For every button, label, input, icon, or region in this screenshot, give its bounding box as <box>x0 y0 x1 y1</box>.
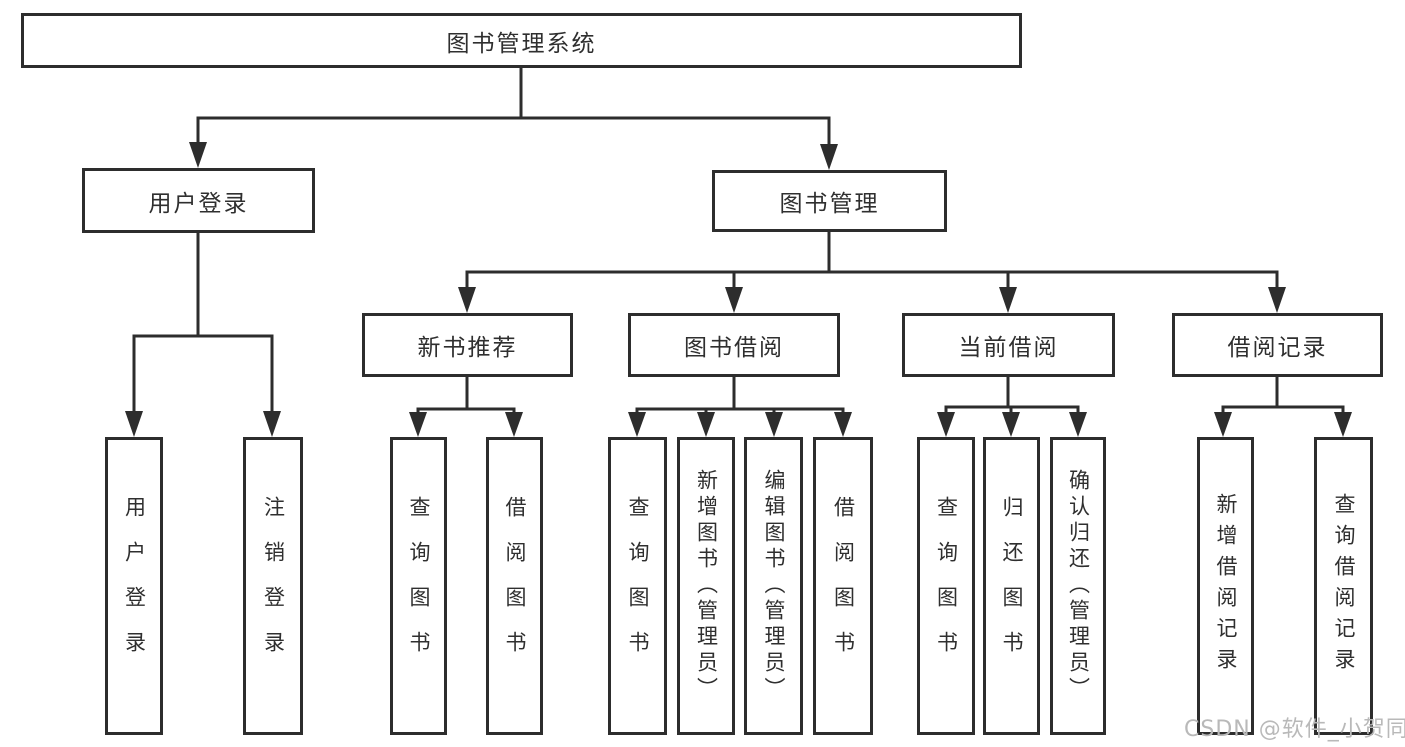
leaf-label: 借阅图书 <box>831 496 856 676</box>
leaf-label: 借阅图书 <box>503 496 527 676</box>
leaf-borrow-query: 查询图书 <box>608 437 667 735</box>
node-current-borrow: 当前借阅 <box>902 313 1115 377</box>
leaf-logout: 注销登录 <box>243 437 303 735</box>
leaf-current-return: 归还图书 <box>983 437 1040 735</box>
leaf-current-confirm-admin: 确认归还（管理员） <box>1050 437 1106 735</box>
leaf-label: 编辑图书（管理员） <box>762 469 786 703</box>
leaf-newbook-borrow: 借阅图书 <box>486 437 543 735</box>
leaf-label: 注销登录 <box>261 496 286 676</box>
leaf-label: 新增借阅记录 <box>1214 493 1238 679</box>
node-borrow-record: 借阅记录 <box>1172 313 1383 377</box>
leaf-record-query: 查询借阅记录 <box>1314 437 1373 735</box>
node-book-borrow: 图书借阅 <box>628 313 840 377</box>
csdn-watermark: CSDN @软件_小贺同学 <box>1184 717 1405 742</box>
leaf-current-query: 查询图书 <box>917 437 975 735</box>
node-book-management: 图书管理 <box>712 170 947 232</box>
leaf-label: 查询图书 <box>626 496 650 676</box>
leaf-borrow-book: 借阅图书 <box>813 437 873 735</box>
leaf-label: 查询图书 <box>407 496 431 676</box>
leaf-newbook-query: 查询图书 <box>390 437 447 735</box>
leaf-borrow-edit-admin: 编辑图书（管理员） <box>744 437 803 735</box>
node-root: 图书管理系统 <box>21 13 1022 68</box>
node-user-login: 用户登录 <box>82 168 315 233</box>
leaf-label: 用户登录 <box>122 496 147 676</box>
leaf-label: 确认归还（管理员） <box>1066 469 1091 703</box>
leaf-record-add: 新增借阅记录 <box>1197 437 1254 735</box>
leaf-label: 新增图书（管理员） <box>694 469 719 703</box>
leaf-label: 查询借阅记录 <box>1332 493 1356 679</box>
leaf-borrow-add-admin: 新增图书（管理员） <box>677 437 735 735</box>
leaf-user-login: 用户登录 <box>105 437 163 735</box>
node-new-book-recommend: 新书推荐 <box>362 313 573 377</box>
leaf-label: 查询图书 <box>934 496 959 676</box>
leaf-label: 归还图书 <box>1000 496 1024 676</box>
